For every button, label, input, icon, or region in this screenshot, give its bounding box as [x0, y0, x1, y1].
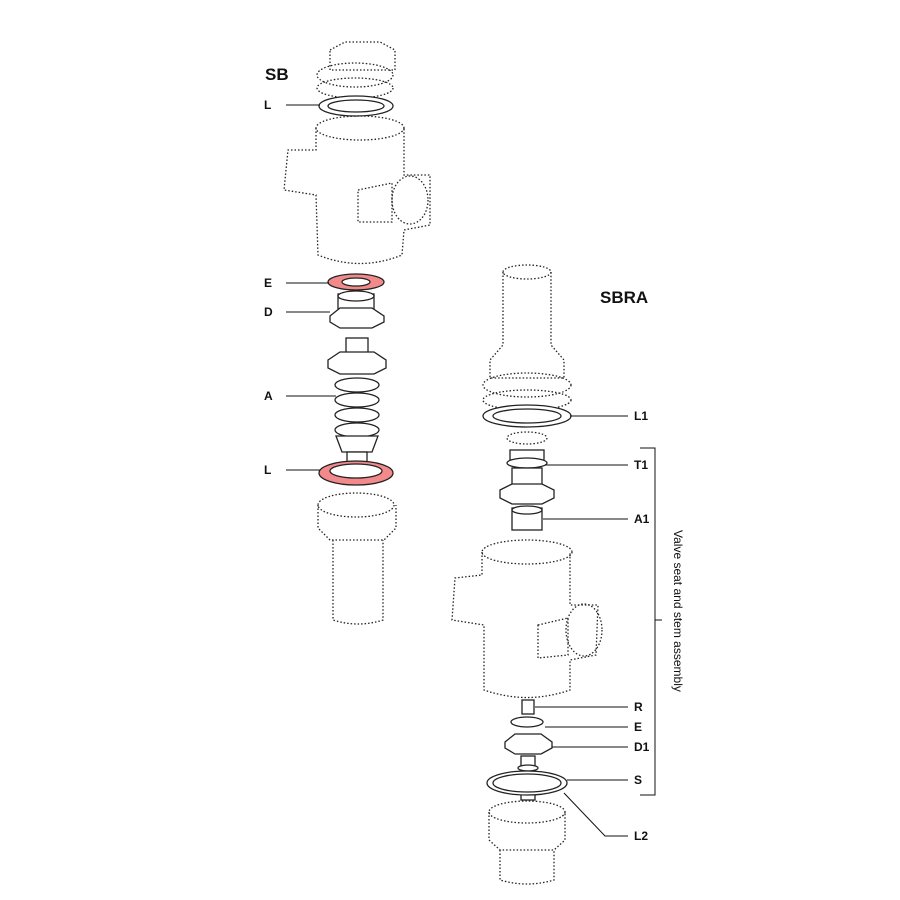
assembly-bracket — [640, 447, 656, 796]
sbra-bottom-fitting — [488, 800, 566, 885]
sb-label-e: E — [264, 276, 272, 290]
sb-nut-d — [329, 290, 385, 329]
sb-label-a: A — [264, 389, 273, 403]
bracket-label: Valve seat and stem assembly — [671, 530, 685, 692]
sb-stem-spring-a — [327, 337, 387, 475]
sbra-label-l1: L1 — [634, 409, 648, 423]
sbra-label-r: R — [634, 700, 643, 714]
sb-label-d: D — [264, 305, 273, 319]
sbra-label-a1: A1 — [634, 512, 650, 526]
sbra-label-d1: D1 — [634, 740, 650, 754]
sb-label-l-top: L — [264, 98, 271, 112]
sb-valve-body — [283, 115, 431, 265]
sbra-top-fitting — [482, 264, 572, 411]
sbra-label-t1: T1 — [634, 458, 648, 472]
sbra-part-a1 — [511, 505, 543, 531]
sbra-stem-t1 — [499, 431, 555, 505]
sbra-title: SBRA — [600, 288, 648, 307]
sb-assembly: SB — [264, 41, 431, 625]
sbra-assembly: SBRA — [451, 264, 685, 885]
sb-top-cap — [316, 41, 396, 99]
sb-title: SB — [265, 65, 289, 84]
sbra-label-s: S — [634, 773, 642, 787]
sb-label-l-bottom: L — [264, 463, 271, 477]
sb-bottom-fitting — [317, 492, 397, 625]
sbra-valve-body — [451, 539, 603, 699]
sbra-label-e: E — [634, 720, 642, 734]
sbra-label-l2: L2 — [634, 829, 648, 843]
